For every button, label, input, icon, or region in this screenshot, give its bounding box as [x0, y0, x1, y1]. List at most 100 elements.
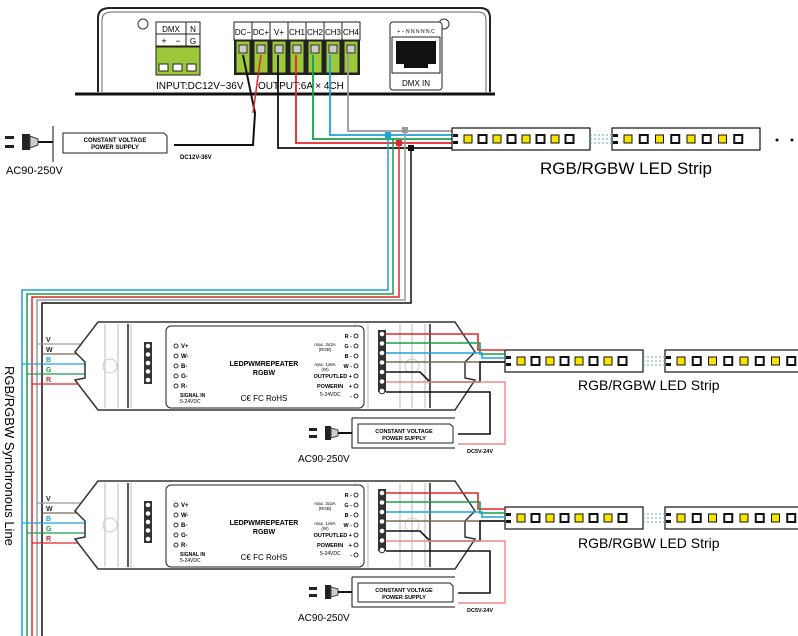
solder-pad	[506, 363, 511, 366]
terminal-screw	[378, 489, 386, 497]
terminal-screw	[144, 527, 152, 534]
port-marker	[353, 373, 359, 379]
terminal-screw	[144, 518, 152, 526]
output-pin-label: +	[349, 384, 352, 390]
wire-label: G	[46, 367, 52, 374]
port-marker	[353, 333, 359, 339]
port-marker	[353, 512, 359, 518]
terminal-screw	[292, 44, 302, 54]
strip-joint	[643, 356, 665, 366]
rj45-pin-labels: + − N N N N N C	[397, 29, 435, 35]
label-panel	[165, 484, 365, 568]
input-pin-label: W-	[181, 354, 189, 360]
repeater-model: RGBW	[253, 529, 276, 536]
power-wire-negative	[386, 550, 491, 594]
led-chip	[559, 356, 570, 366]
input-pin-label: R-	[181, 384, 187, 390]
led-chip	[535, 134, 546, 144]
port-marker	[353, 552, 359, 558]
port-marker	[353, 542, 359, 548]
led-chip	[708, 356, 717, 366]
port-marker	[353, 522, 359, 528]
led-chip	[691, 513, 702, 523]
output-pin-label: V+	[274, 28, 284, 37]
led-chip	[516, 356, 526, 366]
input-pin-label: B-	[181, 364, 187, 370]
led-chip	[739, 356, 749, 366]
led-chip	[676, 356, 686, 366]
terminal-screw	[378, 499, 386, 506]
port-marker	[353, 353, 359, 359]
output-pin-label: CH2	[307, 28, 324, 37]
wire-label: V	[46, 496, 51, 503]
led-strip: RGB/RGBW LED Strip	[504, 506, 798, 551]
port-marker	[173, 343, 179, 349]
label-panel	[165, 325, 365, 409]
input-voltage-label: INPUT:DC12V−36V	[156, 81, 244, 92]
output-pin-label: R -	[345, 493, 353, 499]
supply-label: CONSTANT VOLTAGE	[375, 429, 433, 435]
supply-outline	[351, 577, 455, 608]
terminal-screw	[346, 44, 356, 54]
terminal-screw	[378, 546, 386, 554]
signal-in-label: SIGNAL IN	[180, 552, 206, 558]
led-chip	[733, 134, 744, 144]
dc-voltage-label: DC5V-24V	[467, 449, 493, 455]
led-strip: RGB/RGBW LED Strip	[451, 127, 794, 178]
input-pin-label: B-	[181, 523, 187, 529]
n-header: N	[190, 25, 196, 34]
dc-voltage-label: DC12V-36V	[180, 155, 212, 161]
dmx-input-terminal: DMX N + − G	[155, 21, 201, 76]
led-strip: RGB/RGBW LED Strip	[504, 349, 798, 393]
repeater-model: RGBW	[253, 370, 276, 377]
output-pin-label: -	[350, 553, 352, 559]
strip-label: RGB/RGBW LED Strip	[540, 159, 712, 178]
terminal-screw	[378, 359, 386, 366]
led-chip	[718, 134, 727, 144]
mount-hole	[102, 358, 118, 374]
dmx-rj45-port[interactable]: + − N N N N N C DMX IN	[389, 21, 443, 91]
max-rgb-label: max. 3x3A	[314, 342, 335, 347]
port-marker	[353, 343, 359, 349]
wire-label: V	[46, 337, 51, 344]
max-rgb-sub: (RGB)	[319, 347, 332, 352]
power-supply	[357, 582, 454, 603]
port-marker	[173, 542, 179, 548]
main-power-supply: CONSTANT VOLTAGE POWER SUPPLY AC90-250V …	[5, 54, 262, 177]
dc-voltage-label: DC5V-24V	[467, 608, 493, 614]
solder-pad	[666, 520, 671, 523]
led-chip	[638, 134, 649, 144]
solder-pad	[453, 134, 458, 137]
led-chip	[588, 356, 599, 366]
led-chip	[670, 134, 681, 144]
output-wire	[386, 352, 505, 359]
power-in-label: POWERIN	[317, 543, 343, 549]
port-marker	[173, 383, 179, 389]
input-pin-label: V+	[181, 503, 189, 509]
terminal-screw	[328, 44, 338, 54]
solder-pad	[613, 134, 618, 137]
max-w-sub: (W)	[321, 526, 329, 531]
sync-line-label: RGB/RGBW Synchronous Line	[2, 366, 17, 546]
led-chip	[506, 134, 517, 144]
pin-label: +	[161, 36, 166, 46]
certification-marks: C€ FC RoHS	[241, 553, 288, 562]
led-chip	[574, 513, 584, 523]
ac-plug-icon	[5, 134, 53, 150]
output-pin-label: W -	[343, 523, 352, 529]
signal-voltage-label: 5-24VDC	[180, 399, 201, 405]
terminal-screw	[378, 387, 386, 395]
port-marker	[173, 512, 179, 518]
power-voltage-label: 5-24VDC	[320, 392, 341, 398]
led-chip	[564, 134, 575, 144]
output-pin-label: B -	[345, 354, 353, 360]
terminal-screw	[144, 351, 152, 358]
power-wire-positive	[386, 540, 506, 604]
wire-label: R	[46, 536, 51, 543]
terminal-screw	[378, 527, 386, 535]
port-marker	[353, 492, 359, 498]
